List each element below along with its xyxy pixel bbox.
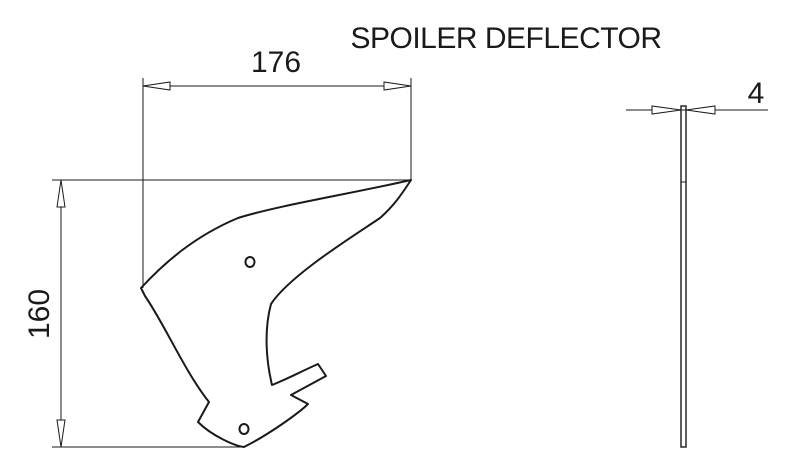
width-dimension: 176 xyxy=(142,46,412,288)
deflector-outline xyxy=(140,179,412,448)
deflector-side-view xyxy=(680,105,687,448)
width-arrow-right xyxy=(383,81,412,91)
mounting-hole-upper xyxy=(244,256,256,268)
drawing-title: SPOILER DEFLECTOR xyxy=(350,22,661,55)
height-arrow-top xyxy=(56,179,66,208)
thickness-dimension-label: 4 xyxy=(748,77,765,110)
deflector-front-view xyxy=(140,179,412,448)
thickness-dimension: 4 xyxy=(626,77,768,115)
side-profile xyxy=(680,105,687,448)
height-arrow-bottom xyxy=(56,419,66,448)
height-dimension-label: 160 xyxy=(23,289,56,339)
thickness-arrow-right xyxy=(685,105,716,115)
thickness-arrow-left xyxy=(651,105,682,115)
width-arrow-left xyxy=(142,81,171,91)
height-dimension: 160 xyxy=(23,179,411,448)
mounting-hole-lower xyxy=(238,423,250,435)
width-dimension-label: 176 xyxy=(251,46,301,79)
